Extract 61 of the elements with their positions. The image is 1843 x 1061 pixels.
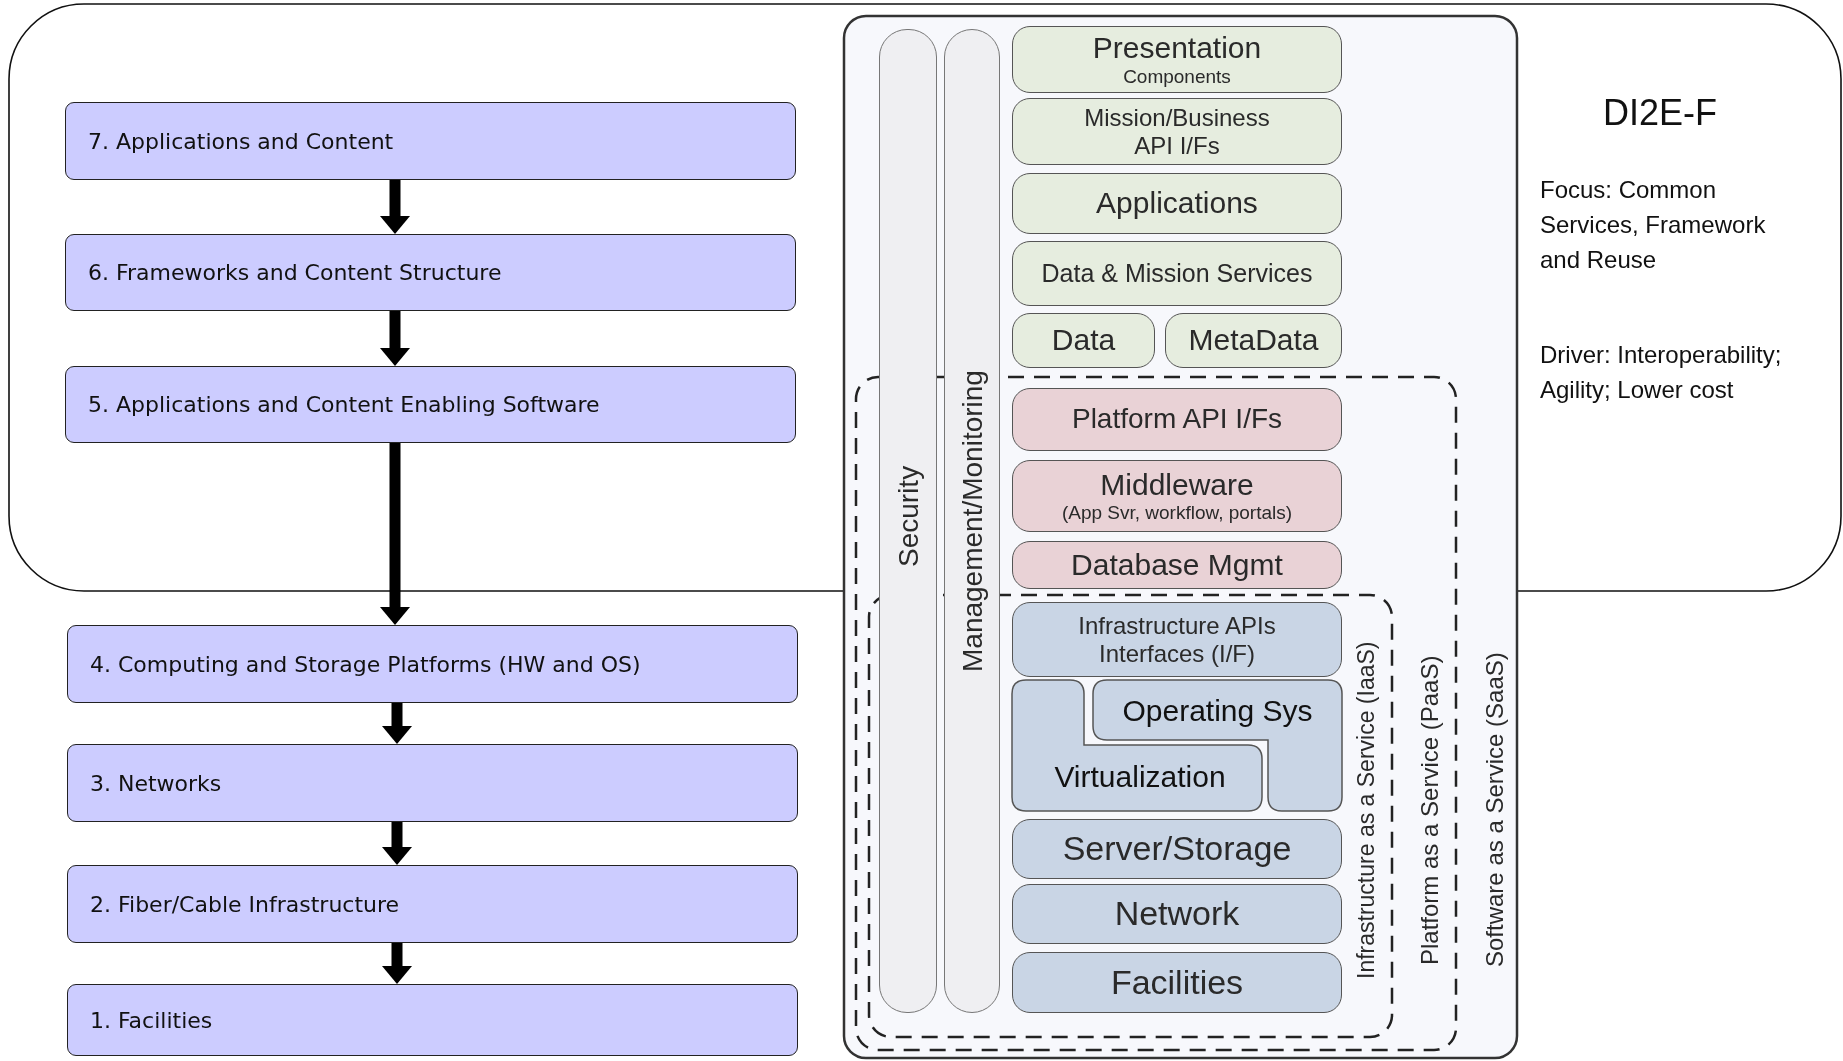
sub-label: Components (1123, 65, 1231, 88)
arrow (382, 703, 412, 744)
layer-box (65, 234, 796, 311)
layer-label: Applications (1096, 186, 1258, 221)
stack-layer (1012, 388, 1342, 451)
layer-label: Network (1114, 894, 1240, 934)
note: Focus: Common Services, Framework and Reuse (1540, 175, 1767, 275)
stack-layer (1012, 680, 1262, 811)
vertical-label: Platform as a Service (PaaS) (1414, 654, 1444, 967)
stack-layer (1165, 313, 1342, 368)
layer-box (67, 984, 798, 1056)
heading: DI2E-F (1602, 91, 1718, 136)
layer-label: 3. Networks (90, 770, 222, 796)
sub-label: (App Svr, workflow, portals) (1061, 502, 1293, 525)
vertical-label: Infrastructure as a Service (IaaS) (1352, 640, 1381, 981)
layer-label: Infrastructure APIs Interfaces (I/F) (1077, 611, 1277, 668)
note: Driver: Interoperability; Agility; Lower cost (1540, 340, 1783, 405)
vertical-label: Management/Monitoring (956, 369, 990, 674)
layer-label: Facilities (1110, 962, 1244, 1003)
stack-layer (1012, 26, 1342, 93)
vertical-bar (879, 29, 937, 1013)
arrow (380, 180, 410, 234)
stack-layer (1012, 460, 1342, 532)
layer-box (65, 366, 796, 443)
layer-label: Data (1051, 323, 1116, 358)
layer-box (65, 102, 796, 180)
stack-layer (1012, 173, 1342, 234)
layer-label: Operating Sys (1121, 693, 1314, 729)
stack-layer (1012, 313, 1155, 368)
stack-layer (1012, 819, 1342, 879)
layer-label: Platform API I/Fs (1071, 403, 1283, 436)
layer-label: MetaData (1188, 323, 1319, 358)
stack-layer (1012, 98, 1342, 165)
layer-label: Mission/Business API I/Fs (1083, 103, 1271, 160)
layer-box (67, 625, 798, 703)
vertical-label: Software as a Service (SaaS) (1479, 651, 1509, 970)
layer-box (67, 744, 798, 822)
stack-layer (1012, 241, 1342, 306)
layer-label: 7. Applications and Content (88, 128, 394, 154)
arrow (380, 443, 410, 625)
vertical-bar (944, 29, 1000, 1013)
layer-label: 5. Applications and Content Enabling Software (88, 392, 600, 417)
layer-label: Virtualization (1053, 759, 1227, 795)
layer-label: Presentation (1092, 31, 1262, 66)
stack-layer (1012, 541, 1342, 589)
layer-label: 6. Frameworks and Content Structure (88, 260, 502, 285)
layer-label: Middleware (1100, 467, 1254, 503)
layer-label: 1. Facilities (90, 1007, 213, 1033)
layer-label: 4. Computing and Storage Platforms (HW and OS) (90, 651, 641, 677)
stack-layer (1012, 884, 1342, 944)
arrow (380, 311, 410, 366)
stack-layer (1012, 602, 1342, 677)
layer-label: Data & Mission Services (1041, 259, 1313, 288)
layer-box (67, 865, 798, 943)
stack-layer (1012, 952, 1342, 1013)
arrow (382, 822, 412, 865)
layer-label: 2. Fiber/Cable Infrastructure (90, 891, 400, 917)
layer-label: Server/Storage (1062, 829, 1292, 869)
vertical-label: Security (892, 464, 926, 569)
layer-label: Database Mgmt (1071, 547, 1283, 583)
arrow (382, 943, 412, 984)
